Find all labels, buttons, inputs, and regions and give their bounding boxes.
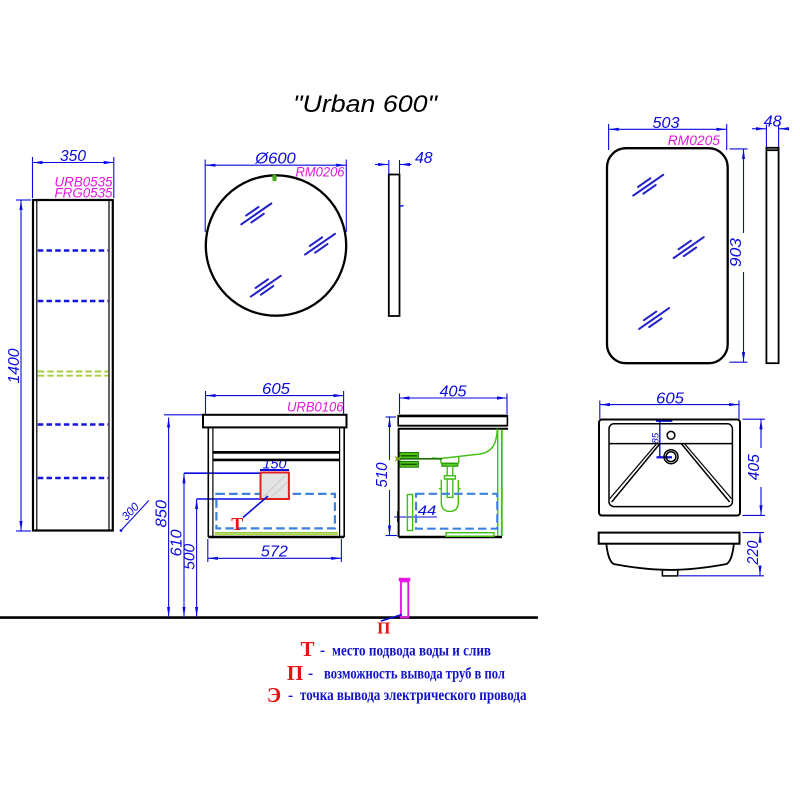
svg-text:1400: 1400 [6, 348, 23, 383]
svg-text:П: П [287, 661, 303, 685]
svg-text:405: 405 [746, 454, 763, 480]
svg-text:-: - [288, 687, 293, 704]
svg-text:место подвода воды и слив: место подвода воды и слив [332, 643, 491, 660]
svg-text:85: 85 [651, 432, 662, 444]
svg-text:48: 48 [764, 114, 782, 131]
svg-text:903: 903 [728, 238, 745, 267]
svg-text:500: 500 [181, 544, 198, 570]
svg-text:П: П [377, 619, 390, 638]
svg-text:Ø600: Ø600 [254, 151, 296, 168]
svg-text:URB0106: URB0106 [287, 399, 344, 415]
svg-text:503: 503 [653, 115, 680, 132]
svg-text:850: 850 [153, 500, 170, 528]
svg-text:350: 350 [60, 148, 86, 165]
svg-text:FRG0535: FRG0535 [55, 185, 113, 201]
svg-text:48: 48 [415, 150, 433, 167]
svg-text:URB0535: URB0535 [55, 174, 113, 190]
svg-text:510: 510 [374, 462, 391, 487]
svg-text:572: 572 [261, 544, 288, 561]
svg-text:Э: Э [267, 683, 281, 707]
svg-text:-: - [308, 665, 313, 682]
svg-text:Т: Т [300, 637, 314, 661]
svg-text:605: 605 [262, 381, 290, 398]
svg-text:605: 605 [656, 390, 684, 407]
svg-text:RM0206: RM0206 [296, 164, 345, 180]
svg-text:610: 610 [169, 529, 186, 556]
svg-text:точка вывода электрического пр: точка вывода электрического провода [300, 687, 527, 704]
svg-text:220: 220 [745, 541, 762, 566]
svg-text:405: 405 [440, 384, 467, 401]
svg-text:Т: Т [231, 514, 243, 534]
svg-text:"Urban 600": "Urban 600" [293, 91, 439, 118]
svg-text:RM0205: RM0205 [668, 132, 721, 148]
svg-text:44: 44 [418, 502, 437, 518]
svg-text:-: - [320, 642, 325, 659]
svg-text:возможность вывода труб в пол: возможность вывода труб в пол [324, 666, 505, 683]
